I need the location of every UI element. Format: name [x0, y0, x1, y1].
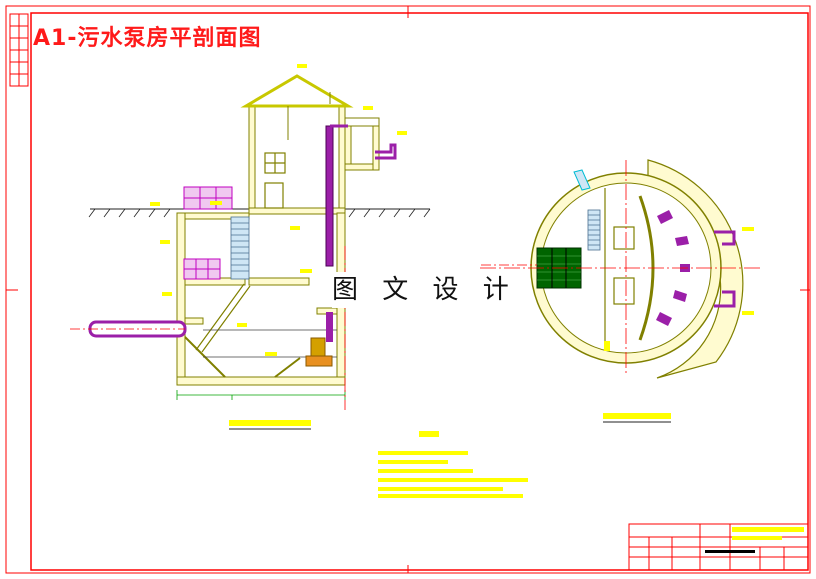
inflow-pipe — [70, 320, 187, 338]
roof — [240, 74, 354, 108]
control-cabinet-upper — [183, 186, 233, 210]
section-caption-left — [229, 420, 311, 426]
pump-unit — [305, 312, 333, 367]
stair — [587, 209, 601, 251]
design-notes — [378, 431, 528, 498]
section-view-left — [70, 64, 431, 430]
stair — [230, 216, 250, 280]
control-cabinet-lower — [183, 258, 221, 280]
watermark: 图 文 设 计 — [332, 272, 509, 308]
section-caption-right — [603, 413, 671, 419]
grille-screen — [195, 283, 251, 353]
title-block — [628, 523, 809, 571]
frame-center-marks — [6, 6, 810, 573]
level-markers — [150, 64, 407, 356]
ground-hatch — [88, 208, 431, 218]
door — [264, 182, 284, 209]
inner-frame — [30, 12, 809, 571]
window — [264, 152, 286, 174]
plan-view-right — [480, 159, 760, 423]
pump-unit — [656, 210, 690, 326]
dimension-lines — [176, 390, 346, 400]
ventilation-pipe — [375, 143, 397, 160]
title-block-project-name — [732, 527, 804, 532]
binding-strip — [9, 13, 29, 87]
rising-main-pipe — [325, 125, 334, 267]
outlet-pipes — [714, 230, 736, 308]
drawing-title: A1-污水泵房平剖面图 — [33, 26, 262, 51]
vent-structure — [344, 117, 380, 171]
